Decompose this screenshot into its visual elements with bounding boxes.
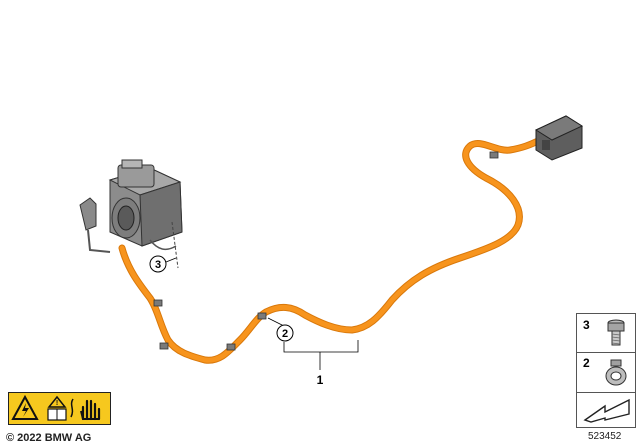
high-voltage-warning-icon [11, 394, 39, 420]
callout-2-label: 2 [282, 328, 288, 340]
legend-number: 3 [583, 318, 590, 332]
svg-text:!: ! [56, 400, 58, 407]
direction-arrow-icon [583, 398, 630, 423]
copyright-notice: © 2022 BMW AG [6, 432, 92, 444]
diagram-id: 523452 [588, 431, 622, 442]
legend-item-screw[interactable]: 3 [577, 314, 635, 353]
cable-clip [159, 342, 169, 350]
legend-direction-arrow [577, 392, 635, 427]
callout-3-label: 3 [155, 259, 161, 271]
cable-clip-icon [605, 359, 627, 386]
cable-clip [153, 299, 163, 307]
legend-item-cable-clip[interactable]: 2 [577, 352, 635, 393]
screw-icon [607, 319, 625, 346]
warning-icons: ! [11, 394, 101, 421]
callout-2-clamp[interactable]: 2 [267, 317, 294, 342]
cable-connector [534, 115, 584, 161]
high-voltage-cable [118, 136, 544, 364]
parts-legend: 3 2 [576, 313, 636, 428]
no-touch-hand-icon [70, 398, 101, 421]
cable-clips [153, 151, 499, 351]
cable-clip [257, 312, 267, 320]
cable-clip [489, 151, 499, 159]
read-manual-icon: ! [47, 395, 67, 421]
cable-clip [226, 343, 236, 351]
legend-number: 2 [583, 356, 590, 370]
callout-1-cable[interactable]: 1 [283, 340, 359, 387]
warning-label: ! [8, 392, 111, 425]
heater-unit [79, 159, 183, 269]
callout-3-screw[interactable]: 3 [149, 255, 177, 273]
callout-1-label: 1 [317, 373, 324, 387]
